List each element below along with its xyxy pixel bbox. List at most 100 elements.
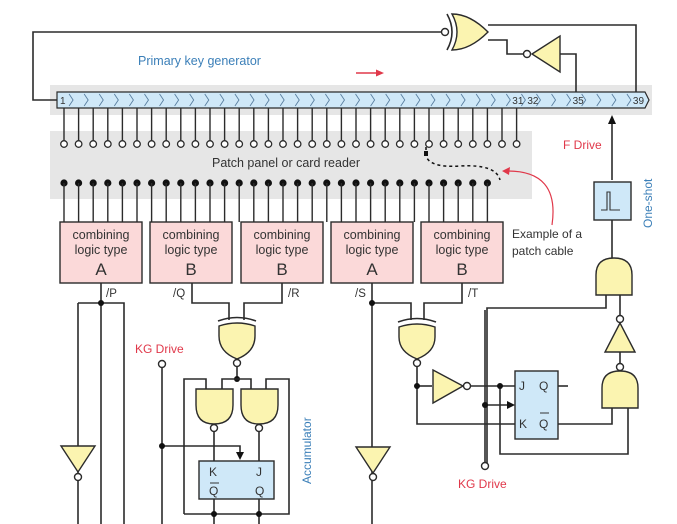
ff-right-q: Q xyxy=(539,379,548,393)
s-to-xnor xyxy=(372,302,412,320)
patch-socket-upper[interactable] xyxy=(89,140,98,148)
logic-line2: logic type xyxy=(436,243,489,257)
patch-socket-upper[interactable] xyxy=(293,140,302,148)
register-stage-divider xyxy=(219,93,225,107)
patch-socket-upper[interactable] xyxy=(60,140,68,148)
inverter-s xyxy=(354,446,392,475)
register-stage-divider xyxy=(536,93,542,107)
patch-socket-upper[interactable] xyxy=(279,140,287,148)
register-stage-divider xyxy=(505,93,511,107)
patch-socket-upper[interactable] xyxy=(133,140,141,148)
register-stage-divider xyxy=(460,93,466,107)
patch-socket-upper[interactable] xyxy=(352,140,360,148)
accumulator-label: Accumulator xyxy=(300,417,314,484)
patch-socket-upper[interactable] xyxy=(235,140,244,148)
patch-socket-upper[interactable] xyxy=(118,140,127,148)
logic-line1: combining xyxy=(344,228,401,242)
logic-line2: logic type xyxy=(75,243,128,257)
patch-socket-upper[interactable] xyxy=(162,140,171,148)
accum-in-split xyxy=(221,378,252,389)
register-stage-divider xyxy=(430,93,436,107)
register-stage-divider xyxy=(174,93,180,107)
patch-socket-upper[interactable] xyxy=(249,140,258,148)
patch-socket-upper[interactable] xyxy=(103,140,112,148)
patch-socket-upper[interactable] xyxy=(425,140,433,148)
patch-socket-upper[interactable] xyxy=(206,140,214,148)
patch-socket-upper[interactable] xyxy=(498,140,506,148)
patch-cable-plug xyxy=(424,151,428,156)
logic-type: B xyxy=(185,260,196,279)
xnor-gate-top xyxy=(440,13,489,51)
register-stage-label: 32 xyxy=(527,96,539,107)
logic-type: B xyxy=(456,260,467,279)
pulse-icon xyxy=(601,191,620,211)
patch-socket-upper[interactable] xyxy=(308,140,317,148)
annotation-arrowhead xyxy=(502,167,510,175)
r-to-xnor xyxy=(243,283,283,320)
f-drive-arrowhead xyxy=(608,115,616,124)
patch-socket-upper[interactable] xyxy=(74,140,83,148)
tap-35-wire xyxy=(560,53,577,92)
patch-socket-upper[interactable] xyxy=(264,140,273,148)
inverter-bubble xyxy=(615,314,625,324)
patch-socket-upper[interactable] xyxy=(147,140,156,148)
patch-socket-upper[interactable] xyxy=(322,140,331,148)
title-label: Primary key generator xyxy=(138,54,261,68)
patch-example-line1: Example of a xyxy=(512,227,582,241)
patch-socket-upper[interactable] xyxy=(176,140,185,148)
register-stage-divider xyxy=(325,93,330,107)
patch-socket-upper[interactable] xyxy=(381,140,390,148)
xnor-qr-bubble xyxy=(232,358,242,368)
inverter-p xyxy=(59,445,97,474)
junction-p xyxy=(98,300,104,306)
shift-direction-arrow xyxy=(356,69,384,77)
tap-39-wire xyxy=(488,24,637,92)
register-stage-divider xyxy=(189,93,195,107)
logic-output-label: /Q xyxy=(173,288,185,300)
patch-socket-upper[interactable] xyxy=(454,140,463,148)
patch-socket-upper[interactable] xyxy=(191,140,200,148)
register-stage-divider xyxy=(340,93,346,107)
logic-output-label: /S xyxy=(355,288,366,300)
patch-cable xyxy=(425,147,501,181)
nand-gate-left xyxy=(195,388,234,425)
register-stage-divider xyxy=(566,93,572,107)
nand-left-bubble xyxy=(209,423,219,433)
register-stage-divider xyxy=(415,93,421,107)
logic-line1: combining xyxy=(73,228,130,242)
ff-accum-j: J xyxy=(256,465,262,479)
patch-socket-upper[interactable] xyxy=(410,140,419,148)
register-stage-divider xyxy=(234,93,240,107)
ff-accum-k: K xyxy=(209,465,217,479)
register-stage-divider xyxy=(445,93,451,107)
patch-socket-upper[interactable] xyxy=(468,140,477,148)
patch-socket-upper[interactable] xyxy=(395,140,404,148)
register-stage-divider xyxy=(294,93,300,107)
logic-output-label: /R xyxy=(288,288,300,300)
logic-type: A xyxy=(95,260,107,279)
patch-socket-upper[interactable] xyxy=(366,140,375,148)
q-to-xnor xyxy=(191,283,230,320)
xnor-gate-qr xyxy=(217,316,257,360)
kg-drive-right-label: KG Drive xyxy=(458,477,507,491)
logic-line1: combining xyxy=(163,228,220,242)
junction-accum-q xyxy=(256,511,262,517)
kg-drive-right-terminal xyxy=(480,461,490,471)
register-stage-divider xyxy=(551,93,557,107)
one-shot-label: One-shot xyxy=(641,178,655,228)
patch-socket-upper[interactable] xyxy=(483,140,492,148)
patch-panel xyxy=(50,131,532,199)
kg-drive-left-label: KG Drive xyxy=(135,342,184,356)
register-stage-divider xyxy=(385,93,391,107)
patch-socket-upper[interactable] xyxy=(220,140,229,148)
patch-socket-upper[interactable] xyxy=(439,140,448,148)
inverter-s-bubble xyxy=(368,472,378,482)
xnor-st-bubble xyxy=(412,358,422,368)
inverter-p-bubble xyxy=(73,472,83,482)
patch-socket-upper[interactable] xyxy=(337,140,346,148)
patch-socket-upper[interactable] xyxy=(512,140,521,148)
